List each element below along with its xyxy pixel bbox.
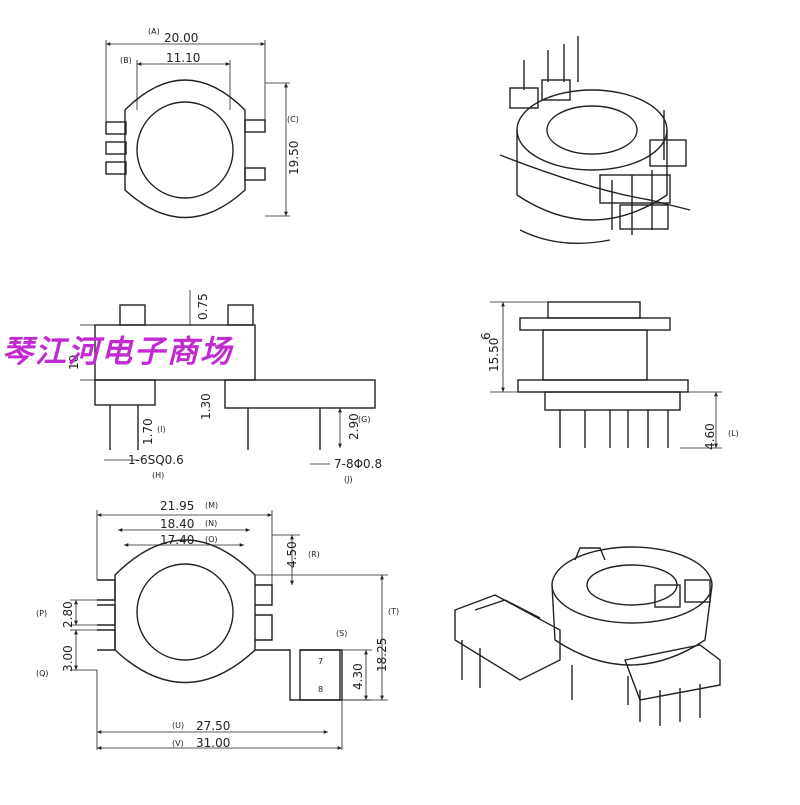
dim-q-label: (Q) (36, 669, 49, 678)
dim-n-label: (N) (205, 519, 217, 528)
side-pin-dia: 7-8Φ0.8 (334, 457, 382, 471)
top-view (105, 40, 290, 219)
dim-n-value: 18.40 (160, 517, 194, 531)
bottom-view (70, 510, 388, 750)
dim-c-value: 19.50 (287, 141, 301, 175)
top-view-right-tab (244, 167, 266, 181)
dim-u-label: (U) (172, 721, 184, 730)
side-right-pin-label: (G) (358, 415, 370, 424)
dim-r-value: 4.50 (285, 541, 299, 568)
dim-b-label: (B) (120, 56, 132, 65)
dim-u-value: 27.50 (196, 719, 230, 733)
pin-7-label: 7 (318, 657, 323, 666)
front-pin: 4.60 (703, 423, 717, 450)
pin-8-label: 8 (318, 685, 323, 694)
top-view-left-tab (105, 121, 127, 135)
side-pin-len: 1.70 (141, 418, 155, 445)
side-view-body (94, 324, 256, 381)
top-view-right-tab (244, 119, 266, 133)
top-view-flange-outline (124, 79, 246, 219)
dim-t-label: (T) (388, 607, 399, 616)
dim-s-label: (S) (336, 629, 347, 638)
dim-c-label: (C) (287, 115, 299, 124)
dim-q-value: 3.00 (61, 645, 75, 672)
dim-m-value: 21.95 (160, 499, 194, 513)
top-view-left-tab (105, 161, 127, 175)
side-left-dim: 10 (67, 355, 81, 370)
front-view (490, 301, 722, 449)
side-pin-len-label: (I) (157, 425, 166, 434)
dim-o-label: (O) (205, 535, 218, 544)
dim-s-value: 4.30 (351, 663, 365, 690)
dim-v-value: 31.00 (196, 736, 230, 750)
dim-r-label: (R) (308, 550, 320, 559)
bottom-view-flange-outline (114, 539, 256, 684)
side-pin-dia-label: (J) (344, 475, 353, 484)
dim-a-value: 20.00 (164, 31, 198, 45)
dim-a-label: (A) (148, 27, 160, 36)
side-right-pin: 2.90 (347, 413, 361, 440)
side-top-dim: 0.75 (196, 293, 210, 320)
dim-t-value: 18.25 (375, 638, 389, 672)
iso-view-top (499, 36, 691, 244)
watermark-text: 琴江河电子商场 (2, 334, 233, 370)
dim-m-label: (M) (205, 501, 218, 510)
side-view (80, 290, 376, 465)
front-height: 15.50 (487, 338, 501, 372)
iso-view-bottom (454, 546, 721, 726)
front-top-dim: 6 (479, 332, 493, 340)
dim-p-value: 2.80 (61, 601, 75, 628)
dimension-labels: (A) 20.00 (B) 11.10 (C) 19.50 0.75 10 1.… (36, 27, 739, 750)
dim-p-label: (P) (36, 609, 47, 618)
side-mid-dim: 1.30 (199, 393, 213, 420)
dim-b-value: 11.10 (166, 51, 200, 65)
dim-v-label: (V) (172, 739, 184, 748)
bottom-view-core-hole (136, 563, 234, 661)
dim-o-value: 17.40 (160, 533, 194, 547)
top-view-core-hole (136, 101, 234, 199)
front-pin-label: (L) (728, 429, 739, 438)
side-pin-sq: 1-6SQ0.6 (128, 453, 184, 467)
top-view-left-tab (105, 141, 127, 155)
side-pin-sq-label: (H) (152, 471, 164, 480)
